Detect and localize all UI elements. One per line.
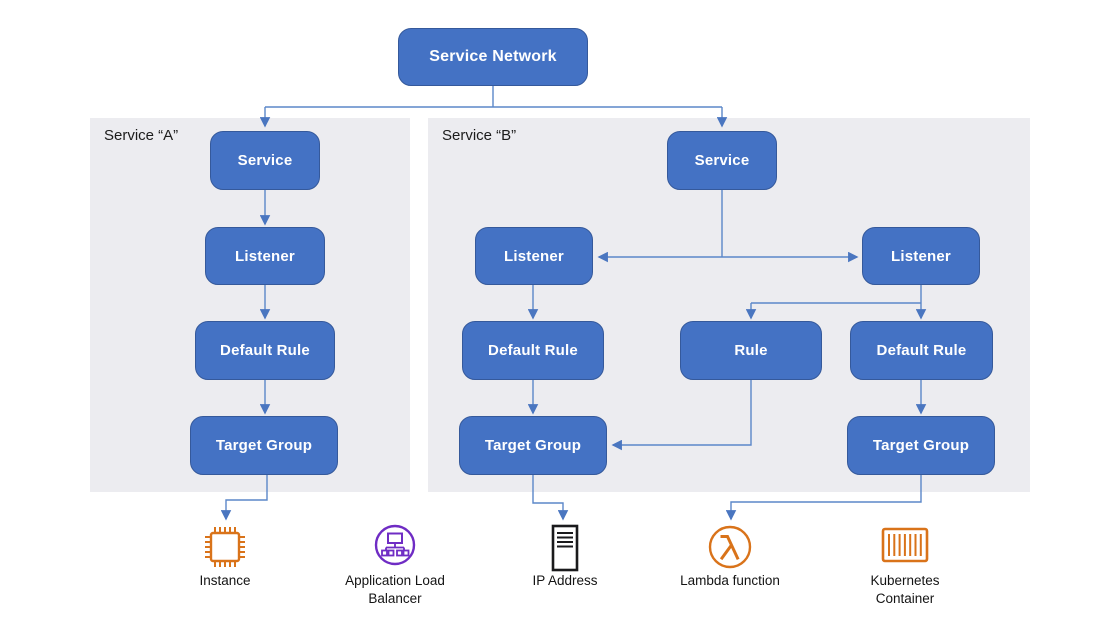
node-b-listener-right: Listener	[862, 227, 980, 285]
lambda-icon	[705, 522, 755, 577]
connector-b-targetgroupright-lambda	[725, 475, 922, 521]
node-a-default-rule: Default Rule	[195, 321, 335, 380]
node-a-listener: Listener	[205, 227, 325, 285]
instance-label: Instance	[199, 573, 251, 588]
ip-address-icon	[545, 522, 585, 579]
node-b-target-group-left: Target Group	[459, 416, 607, 475]
ec2-instance-icon	[201, 523, 249, 576]
node-b-default-rule-left: Default Rule	[462, 321, 604, 380]
node-b-rule: Rule	[680, 321, 822, 380]
connector-b-rule-targetgroupleft	[611, 380, 752, 451]
application-load-balancer-label: Application Load Balancer	[345, 573, 445, 606]
node-b-listener-left: Listener	[475, 227, 593, 285]
node-service-network: Service Network	[398, 28, 588, 86]
connector-a-targetgroup-instance	[220, 475, 268, 521]
node-a-target-group: Target Group	[190, 416, 338, 475]
kubernetes-container-label: Kubernetes Container	[870, 573, 940, 606]
ip-address-label: IP Address	[532, 573, 598, 588]
service-b-panel-label: Service “B”	[442, 127, 517, 144]
connector-b-targetgroupleft-ipaddress	[532, 475, 569, 521]
node-b-service: Service	[667, 131, 777, 190]
node-a-service: Service	[210, 131, 320, 190]
application-load-balancer-icon	[371, 521, 419, 574]
node-b-default-rule-right: Default Rule	[850, 321, 993, 380]
service-a-panel-label: Service “A”	[104, 127, 179, 144]
node-b-target-group-right: Target Group	[847, 416, 995, 475]
lambda-function-label: Lambda function	[680, 573, 780, 588]
kubernetes-container-icon	[877, 523, 933, 572]
